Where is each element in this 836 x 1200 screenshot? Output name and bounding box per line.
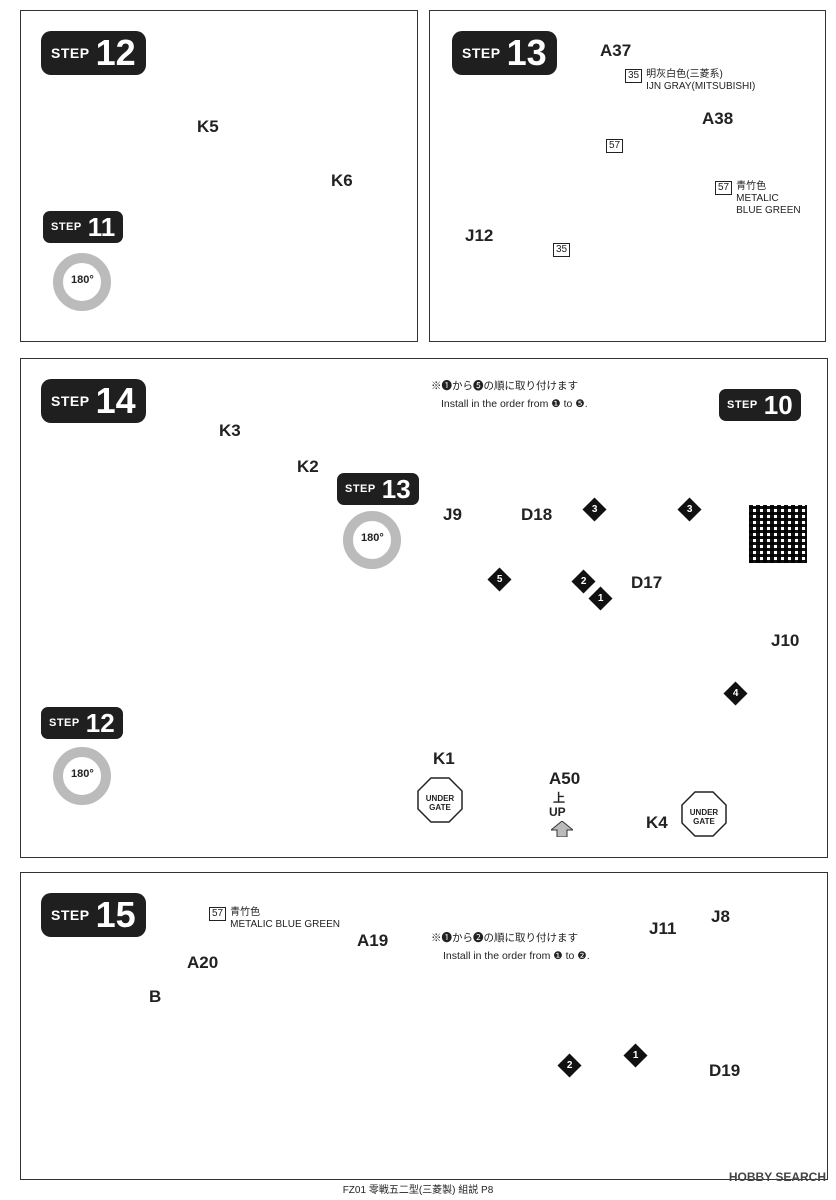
install-order-note-en: Install in the order from ❶ to ❷.: [443, 950, 590, 962]
step11-ref-badge: STEP 11: [43, 211, 124, 243]
order-number-badge: 3: [677, 497, 702, 522]
under-gate-label: UNDER GATE: [425, 794, 455, 812]
part-label-a19: A19: [357, 931, 389, 950]
step-label: STEP: [727, 399, 758, 411]
paint-callout-ijn-gray: 35 明灰白色(三菱系) IJN GRAY(MITSUBISHI): [625, 69, 755, 93]
order-number-badge: 4: [723, 681, 748, 706]
part-label-k5: K5: [197, 117, 219, 136]
part-label-k1: K1: [433, 749, 455, 768]
step-number: 11: [87, 212, 116, 242]
step-label: STEP: [345, 483, 376, 495]
order-number-badge: 3: [582, 497, 607, 522]
step-number: 13: [381, 474, 411, 504]
install-order-note-jp: ※❶から❷の順に取り付けます: [431, 932, 578, 944]
part-label-k4: K4: [646, 813, 668, 832]
step13-badge: STEP 13: [452, 31, 557, 75]
order-number-badge: 1: [588, 586, 613, 611]
step10-ref-badge: STEP 10: [719, 389, 801, 421]
part-label-k2: K2: [297, 457, 319, 476]
paint-name-jp: 青竹色: [230, 907, 261, 918]
part-label-d18: D18: [521, 505, 553, 524]
rotate-label: 180°: [361, 532, 384, 544]
order-number-badge: 2: [571, 569, 596, 594]
paint-code-57-marker: 57: [606, 139, 627, 153]
part-label-d17: D17: [631, 573, 663, 592]
step12-badge: STEP 12: [41, 31, 146, 75]
step14-badge: STEP 14: [41, 379, 146, 423]
qr-code: [749, 505, 807, 563]
under-gate-icon: UNDER GATE: [681, 791, 727, 837]
step-label: STEP: [51, 221, 82, 233]
part-label-j9: J9: [443, 505, 462, 524]
rotate-180-icon: 180°: [51, 251, 113, 313]
step-label: STEP: [51, 45, 90, 61]
step-number: 12: [85, 708, 115, 738]
order-number-badge: 1: [623, 1043, 648, 1068]
rotate-180-icon: 180°: [51, 745, 113, 807]
paint-code: 57: [715, 181, 733, 195]
under-gate-icon: UNDER GATE: [417, 777, 463, 823]
up-label-en: UP: [549, 805, 566, 819]
step14-panel: STEP 14 STEP 13 STEP 12 STEP 10 180° 180…: [20, 358, 828, 858]
paint-callout-metalic-blue-green: 57 青竹色 METALIC BLUE GREEN: [209, 907, 340, 931]
step-number: 12: [95, 32, 136, 73]
step15-badge: STEP 15: [41, 893, 146, 937]
paint-code: 35: [625, 69, 643, 83]
part-label-a20: A20: [187, 953, 219, 972]
part-label-j12: J12: [465, 226, 494, 245]
install-order-note-jp: ※❶から❺の順に取り付けます: [431, 380, 578, 392]
step-number: 14: [95, 380, 136, 421]
paint-name-jp: 明灰白色(三菱系): [646, 69, 723, 80]
paint-name-en: BLUE GREEN: [736, 205, 801, 216]
rotate-label: 180°: [71, 768, 94, 780]
paint-name-jp: 青竹色: [736, 181, 767, 192]
step13-panel: STEP 13 A37 A38 J12 35 明灰白色(三菱系) IJN GRA…: [429, 10, 826, 342]
paint-name-en: METALIC BLUE GREEN: [230, 919, 340, 930]
part-label-a50: A50: [549, 769, 581, 788]
up-arrow-icon: [551, 821, 573, 837]
rotate-180-icon: 180°: [341, 509, 403, 571]
step-label: STEP: [49, 717, 80, 729]
part-label-k3: K3: [219, 421, 241, 440]
paint-code-35-marker: 35: [553, 243, 574, 257]
paint-code: 57: [209, 907, 227, 921]
paint-code: 57: [606, 139, 624, 153]
part-label-k6: K6: [331, 171, 353, 190]
part-label-a38: A38: [702, 109, 734, 128]
step15-panel: STEP 15 57 青竹色 METALIC BLUE GREEN ※❶から❷の…: [20, 872, 828, 1180]
step-label: STEP: [51, 393, 90, 409]
part-label-j11: J11: [649, 919, 677, 938]
rotate-label: 180°: [71, 274, 94, 286]
step-label: STEP: [462, 45, 501, 61]
install-order-note-en: Install in the order from ❶ to ❺.: [441, 398, 588, 410]
step-number: 10: [763, 390, 793, 420]
hobby-search-watermark: HOBBY SEARCH: [728, 1170, 826, 1184]
order-number-badge: 5: [487, 567, 512, 592]
paint-name-en: METALIC: [736, 193, 779, 204]
part-label-d19: D19: [709, 1061, 741, 1080]
paint-name-en: IJN GRAY(MITSUBISHI): [646, 81, 756, 92]
step13-ref-badge: STEP 13: [337, 473, 419, 505]
part-label-a37: A37: [600, 41, 632, 60]
part-label-j10: J10: [771, 631, 800, 650]
step-number: 15: [95, 894, 136, 935]
paint-code: 35: [553, 243, 571, 257]
step12-ref-badge: STEP 12: [41, 707, 123, 739]
paint-callout-metalic-blue-green: 57 青竹色 METALIC BLUE GREEN: [715, 181, 801, 217]
under-gate-label: UNDER GATE: [689, 808, 719, 826]
order-number-badge: 2: [557, 1053, 582, 1078]
step-number: 13: [506, 32, 547, 73]
step-label: STEP: [51, 907, 90, 923]
up-label-jp: 上: [553, 791, 566, 805]
step12-panel: STEP 12 STEP 11 180° K5 K6: [20, 10, 418, 342]
part-label-b: B: [149, 987, 162, 1006]
page-footer: FZ01 零戦五二型(三菱製) 組説 P8: [342, 1185, 494, 1196]
part-label-j8: J8: [711, 907, 730, 926]
